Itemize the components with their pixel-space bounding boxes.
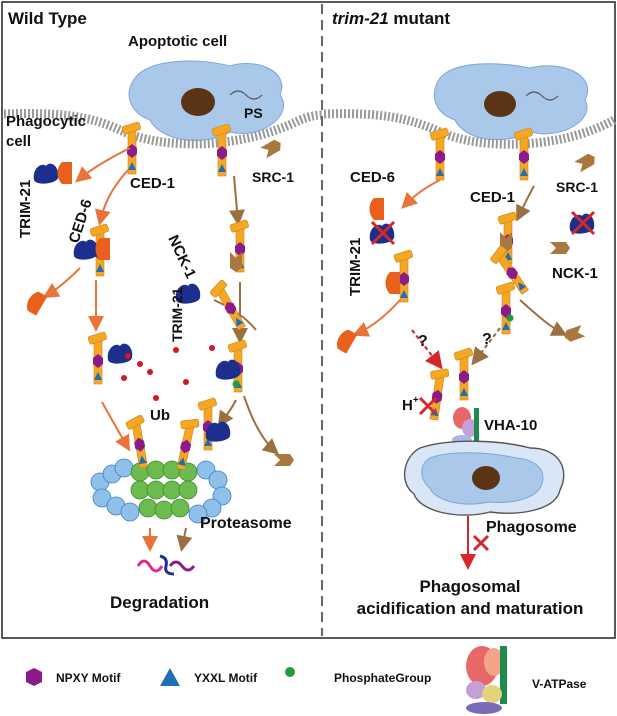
right-panel-title: trim-21 mutant bbox=[332, 9, 450, 28]
apoptotic-cell-label-left: Apoptotic cell bbox=[128, 33, 227, 50]
legend-npxy-icon bbox=[26, 668, 42, 686]
trim21-absent-x-1 bbox=[370, 220, 396, 246]
nck1-label-right: NCK-1 bbox=[552, 265, 598, 282]
maturation-block-x bbox=[472, 534, 490, 552]
src1-label-right: SRC-1 bbox=[556, 179, 598, 195]
ubiquitin-dots bbox=[121, 345, 215, 401]
legend: NPXY Motif YXXL Motif PhosphateGroup V-A… bbox=[26, 646, 587, 714]
ced1-receptor-lower-mut bbox=[495, 281, 516, 335]
panel-frame bbox=[1, 1, 616, 639]
membrane-left bbox=[3, 109, 323, 149]
phagosome-label: Phagosome bbox=[486, 519, 577, 536]
arrow-to-proteasome-left bbox=[101, 401, 130, 452]
legend-npxy-label: NPXY Motif bbox=[56, 671, 121, 685]
trim21-label-mid: TRIM-21 bbox=[169, 287, 185, 342]
nck1-released-mut bbox=[562, 324, 586, 344]
arrow-src-mut bbox=[516, 185, 535, 222]
question-mark-right: ? bbox=[482, 331, 492, 348]
phosphate-right-lower bbox=[232, 380, 240, 388]
arrow-nck-release-mut bbox=[519, 299, 568, 336]
arrow-src-down bbox=[228, 175, 245, 226]
left-panel-title: Wild Type bbox=[8, 9, 87, 28]
proteasome-label: Proteasome bbox=[200, 515, 292, 532]
right-title-rest: mutant bbox=[389, 9, 451, 28]
ced1-phagosome-2 bbox=[453, 347, 474, 401]
trim21-label-left: TRIM-21 bbox=[17, 180, 34, 238]
arrow-ced6-bind bbox=[74, 147, 131, 183]
ced1-receptor-top-left-mut bbox=[429, 127, 450, 181]
ced1-phagosome-1 bbox=[423, 365, 451, 422]
phagocytic-cell-label-2: cell bbox=[6, 133, 31, 150]
phagosome-nucleus bbox=[472, 466, 500, 490]
arrow-nck-branch bbox=[213, 299, 257, 331]
ced6-label-right: CED-6 bbox=[350, 169, 395, 186]
uncertain-arrow-left bbox=[411, 329, 443, 370]
trim21-label-right: TRIM-21 bbox=[347, 238, 364, 296]
nck1-shape-right bbox=[550, 242, 570, 254]
legend-phosphate-icon bbox=[285, 667, 295, 677]
trim21-absent-x-2 bbox=[570, 210, 596, 236]
ced1-label-right: CED-1 bbox=[470, 189, 515, 206]
degradation-fragments bbox=[136, 554, 196, 576]
legend-phosphate-label: PhosphateGroup bbox=[334, 671, 431, 685]
legend-yxxl-icon bbox=[160, 668, 180, 686]
right-title-gene: trim-21 bbox=[332, 9, 389, 28]
arrow-ced6-release bbox=[42, 267, 81, 299]
organelle-left bbox=[229, 90, 263, 100]
ps-label: PS bbox=[244, 105, 263, 121]
ced1-receptor-top-right-mut bbox=[513, 127, 534, 181]
src1-label-left: SRC-1 bbox=[252, 169, 294, 185]
degradation-label: Degradation bbox=[110, 593, 209, 612]
arrow-ced6-release-mut bbox=[352, 299, 401, 337]
ced1-receptor-nck bbox=[206, 277, 251, 334]
src1-shape-right bbox=[574, 151, 598, 173]
outcome-line-2: acidification and maturation bbox=[357, 599, 584, 618]
trim21-right-lower bbox=[215, 359, 241, 380]
legend-vatpase-label: V-ATPase bbox=[532, 677, 587, 691]
apoptotic-nucleus-left bbox=[181, 88, 215, 116]
ced6-right bbox=[369, 198, 384, 220]
vha10-label: VHA-10 bbox=[484, 417, 537, 434]
proteasome-complex bbox=[90, 458, 232, 524]
arrow-to-proteasome-right bbox=[217, 399, 237, 428]
hplus-sup: + bbox=[413, 395, 419, 406]
organelle-right bbox=[525, 91, 559, 101]
arrow-ced6-bind-mut bbox=[401, 179, 441, 209]
trim21-top-left bbox=[33, 163, 59, 184]
arrow-degradation-right bbox=[176, 527, 193, 552]
hplus-label: H+ bbox=[402, 395, 419, 414]
membrane-right bbox=[323, 109, 617, 149]
legend-vatpase-icon bbox=[466, 646, 507, 714]
apoptotic-nucleus-right bbox=[484, 91, 516, 117]
legend-yxxl-label: YXXL Motif bbox=[194, 671, 258, 685]
src1-shape-left bbox=[260, 137, 284, 159]
hplus-letter: H bbox=[402, 397, 413, 414]
arrow-nck-release bbox=[243, 395, 280, 455]
question-mark-left: ? bbox=[418, 333, 428, 350]
ced1-receptor-lower-left bbox=[87, 331, 108, 385]
ced1-label-left: CED-1 bbox=[130, 175, 175, 192]
ced6-top-left bbox=[57, 162, 72, 184]
proton-block-x bbox=[418, 396, 438, 416]
nck1-released-left bbox=[274, 454, 294, 466]
ced6-mid-left bbox=[95, 238, 110, 260]
uncertain-arrow-right bbox=[471, 327, 501, 366]
ub-label: Ub bbox=[150, 407, 170, 424]
ced6-released-left bbox=[23, 289, 48, 316]
phosphate-mut bbox=[506, 314, 514, 322]
phagocytic-cell-label-1: Phagocytic bbox=[6, 113, 86, 130]
ced1-receptor-top-left bbox=[121, 121, 142, 175]
nck1-label-left: NCK-1 bbox=[164, 233, 199, 282]
ced6-label-left: CED-6 bbox=[66, 197, 96, 245]
ced6-released-mut bbox=[333, 327, 358, 354]
arrow-left-down-1 bbox=[94, 169, 129, 226]
ced6-mid-mut bbox=[385, 272, 400, 294]
ced1-receptor-top-right bbox=[211, 123, 232, 177]
outcome-line-1: Phagosomal bbox=[419, 577, 520, 596]
